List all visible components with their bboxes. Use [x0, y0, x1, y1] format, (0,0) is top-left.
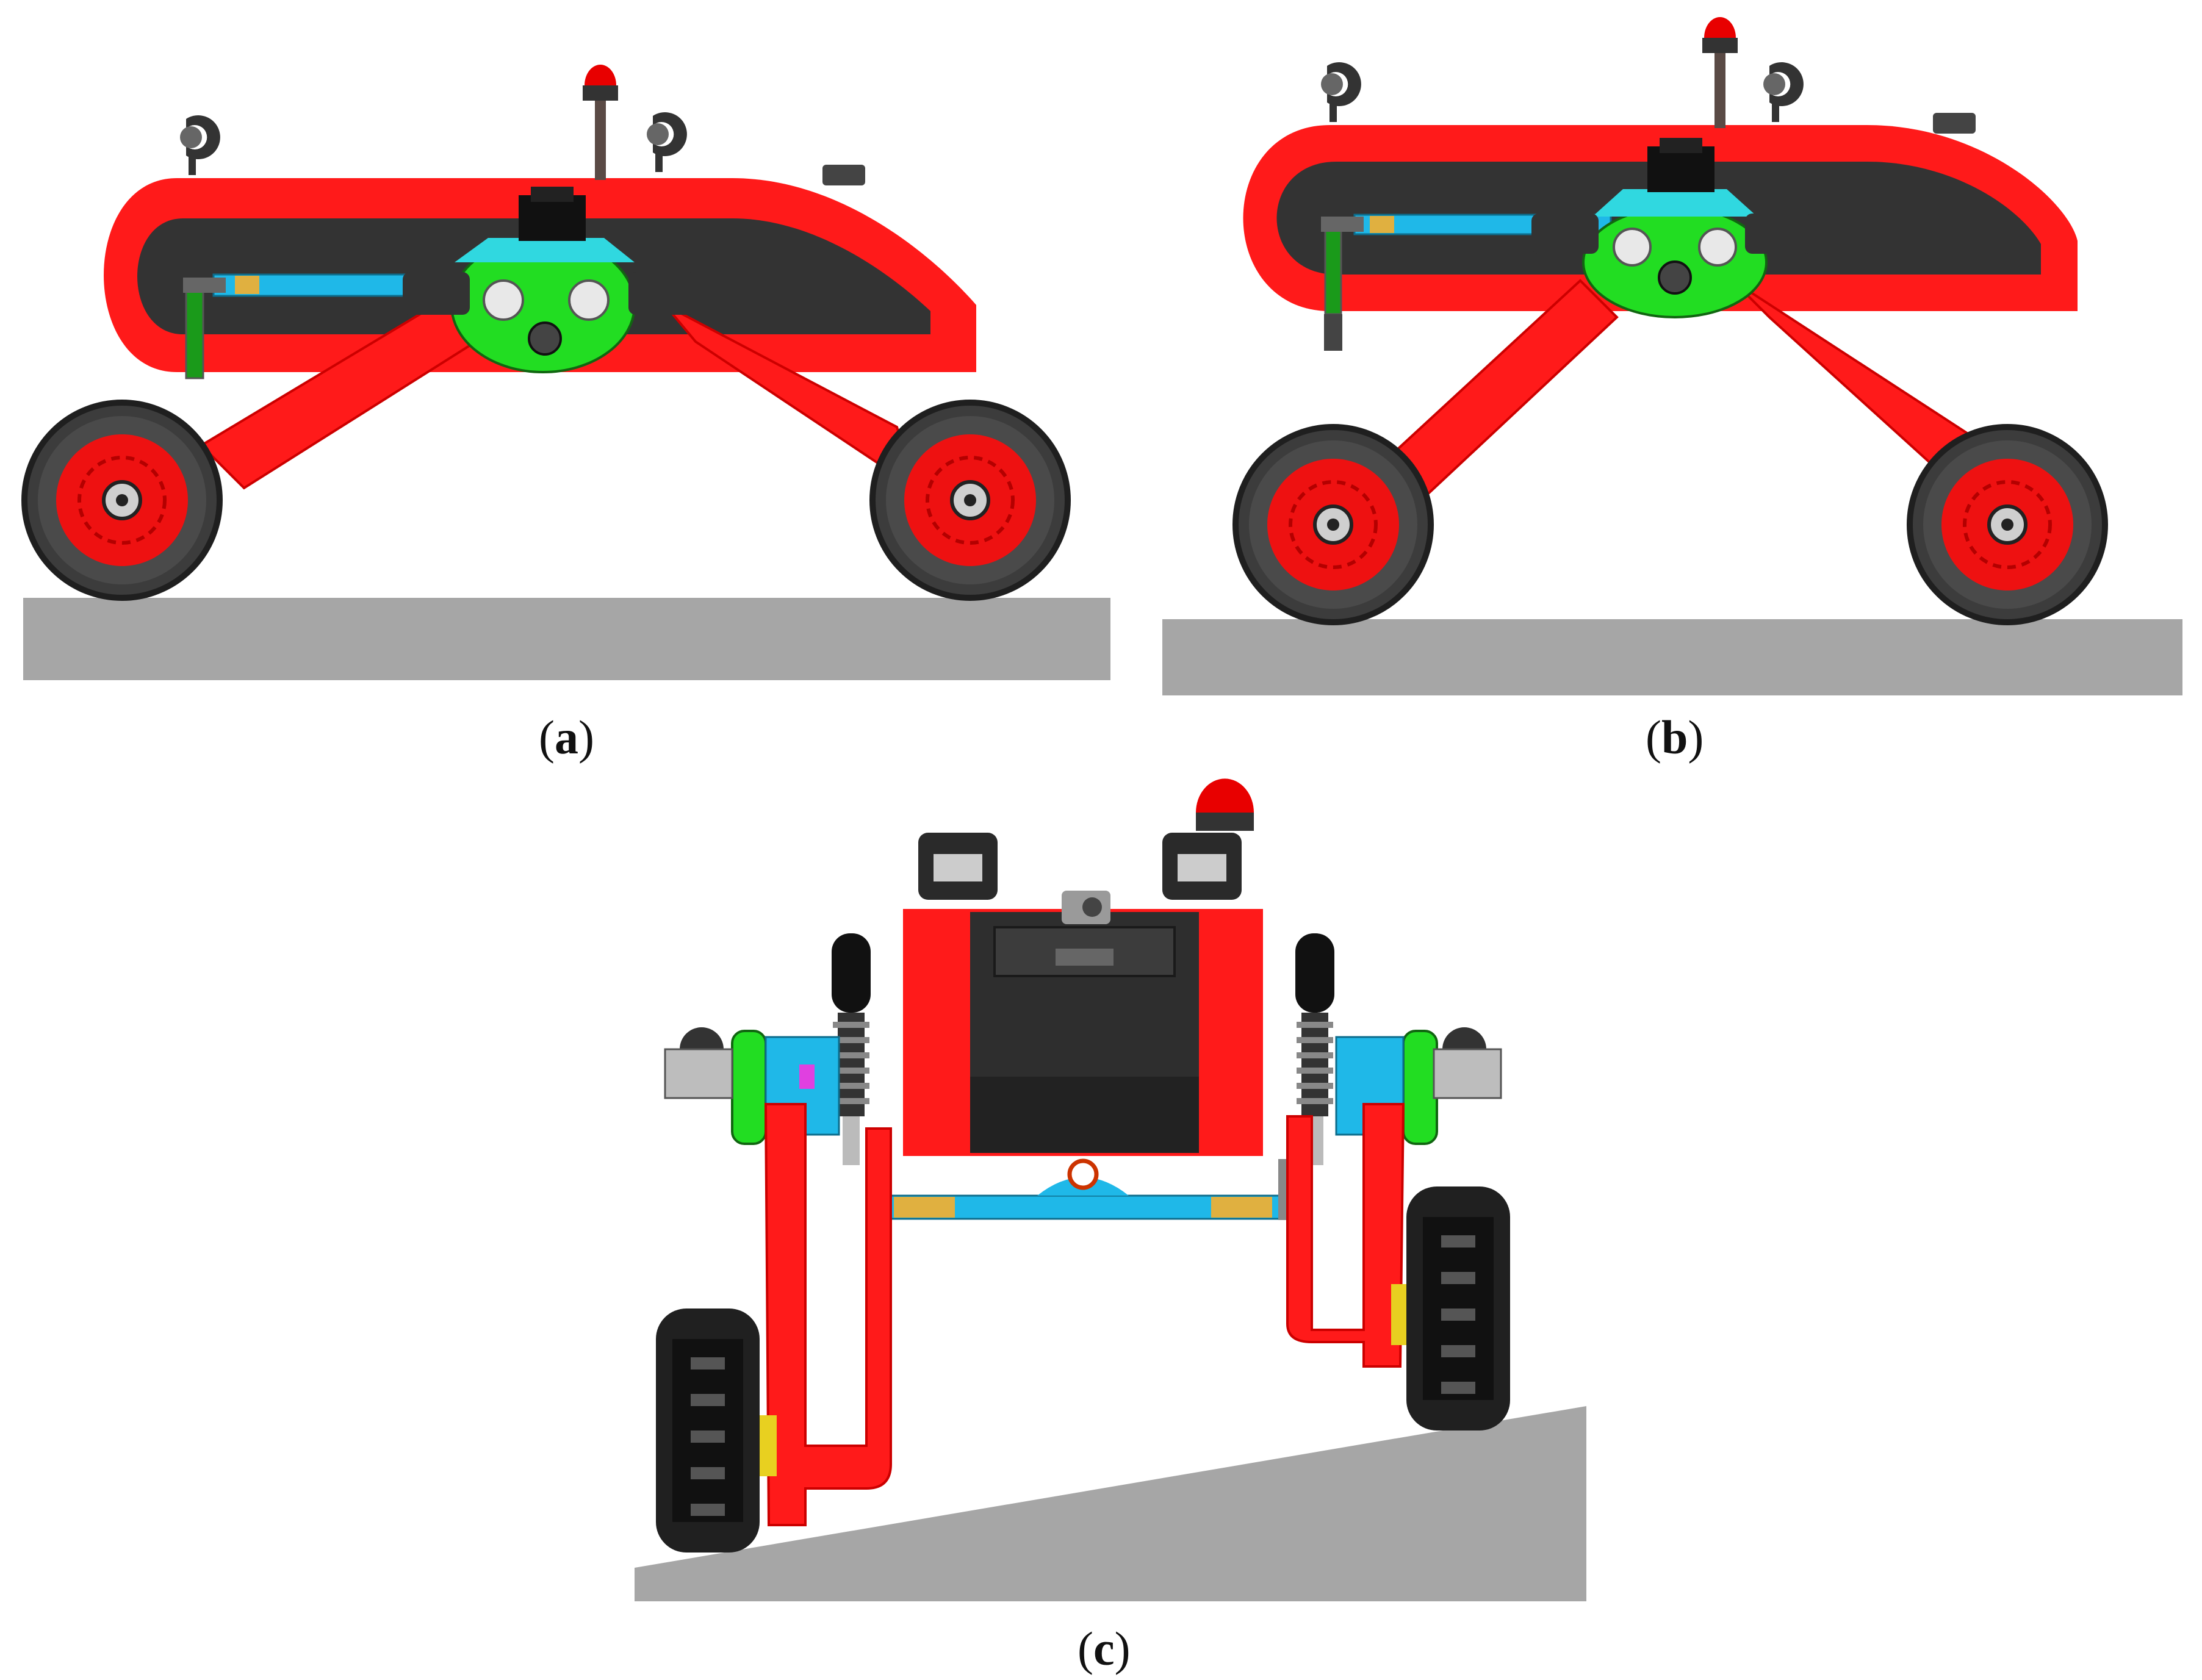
control-box-top-b — [1660, 138, 1702, 153]
motor-left-b — [1531, 214, 1599, 254]
gear-left-b — [1613, 228, 1652, 267]
strut-head-a — [183, 278, 226, 293]
lamp-left-b — [1321, 62, 1361, 122]
tire-left-c — [656, 1308, 760, 1553]
pivot-b — [1658, 260, 1692, 295]
slope-ground-c — [635, 1406, 1586, 1601]
caption-b: (b) — [1646, 711, 1704, 764]
camera-b — [1933, 113, 1976, 134]
motor-left-a — [403, 272, 470, 315]
vertical-strut-b — [1324, 221, 1342, 315]
lamp-left-a — [180, 115, 220, 175]
camera-lens-c — [1082, 897, 1102, 917]
lamp-right-a — [647, 112, 687, 172]
wheel-right-a — [873, 403, 1068, 598]
ground-a — [23, 598, 1110, 680]
wheel-left-a — [24, 403, 220, 598]
hub-right-c — [1402, 1030, 1438, 1145]
control-box-a — [519, 195, 586, 241]
beacon-c — [1196, 778, 1254, 813]
arm-right-c — [1286, 1103, 1405, 1368]
gear-right-a — [568, 279, 610, 321]
camera-mount-c — [1056, 949, 1114, 966]
wheel-right-b — [1910, 427, 2105, 622]
gear-right-b — [1698, 228, 1737, 267]
hub-top-a — [455, 238, 635, 262]
strut-foot-b — [1324, 314, 1342, 351]
caption-a: (a) — [539, 711, 594, 764]
panel-a-side-view-low — [23, 65, 1110, 680]
arm-left-joint-c — [760, 1415, 777, 1476]
axle-pivot-c — [1067, 1158, 1099, 1190]
beacon-base-c — [1196, 811, 1254, 831]
ground-b — [1162, 619, 2182, 695]
lamp-left-face-c — [934, 854, 982, 881]
panel-b-side-view-high — [1162, 17, 2182, 695]
caption-c: (c) — [1078, 1622, 1131, 1675]
beacon-pole-b — [1714, 43, 1725, 128]
arm-right-joint-c — [1391, 1284, 1408, 1345]
axle-bracket-left-c — [894, 1197, 955, 1218]
gearbox-accent-left-c — [799, 1064, 815, 1089]
control-box-top-a — [531, 187, 574, 202]
beacon-b — [1704, 17, 1736, 38]
panel-c-front-view-slope — [635, 778, 1586, 1601]
tire-right-c — [1406, 1186, 1510, 1431]
lamp-right-face-c — [1178, 854, 1226, 881]
hub-top-b — [1592, 189, 1757, 217]
arm-left-c — [764, 1103, 892, 1526]
motor-right-b — [1745, 214, 1812, 254]
axle-bracket-right-c — [1211, 1197, 1272, 1218]
link-bracket-b — [1370, 216, 1394, 233]
motor-bracket-right-c — [1433, 1048, 1502, 1099]
control-box-b — [1647, 146, 1714, 192]
wheel-left-b — [1236, 427, 1431, 622]
strut-head-b — [1321, 217, 1364, 232]
motor-bracket-left-c — [664, 1048, 733, 1099]
caption-c-letter: c — [1093, 1622, 1115, 1675]
hub-left-c — [731, 1030, 767, 1145]
beacon-base-b — [1702, 38, 1738, 53]
body-panel-lower-c — [970, 1077, 1199, 1153]
leg-left-b — [1380, 279, 1619, 496]
vertical-strut-a — [185, 279, 204, 379]
motor-right-a — [628, 272, 696, 315]
beacon-a — [585, 65, 616, 85]
beacon-base-a — [583, 85, 618, 101]
lamp-right-b — [1763, 62, 1804, 122]
pivot-a — [528, 321, 562, 356]
beacon-pole-a — [595, 92, 606, 180]
caption-a-letter: a — [554, 711, 578, 764]
camera-a — [822, 165, 865, 185]
caption-b-letter: b — [1661, 711, 1688, 764]
link-bracket-a — [235, 276, 259, 294]
gear-left-a — [483, 279, 524, 321]
